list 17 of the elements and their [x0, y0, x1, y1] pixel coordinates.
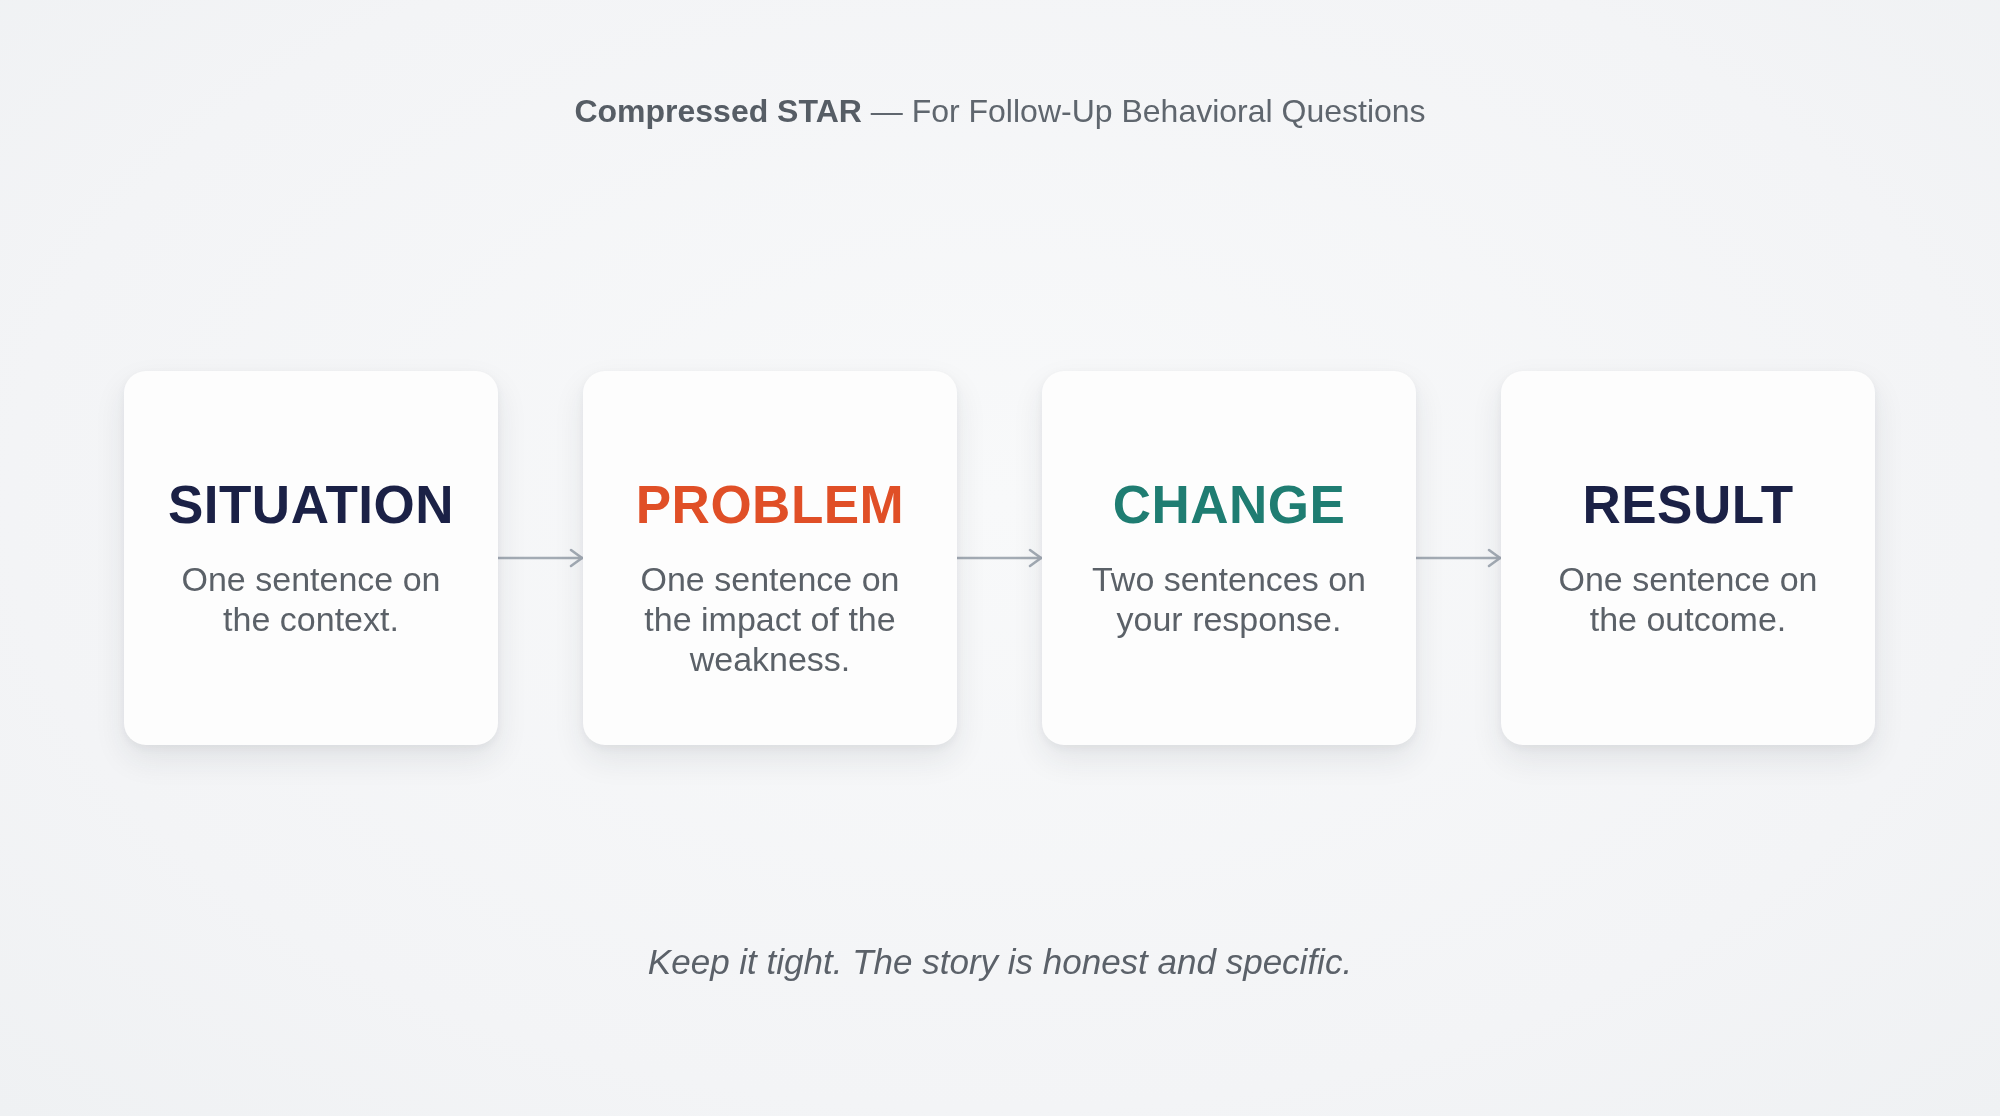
step-description: One sentence on the context.: [180, 559, 442, 639]
step-description: One sentence on the impact of the weakness.: [639, 559, 901, 679]
step-description: One sentence on the outcome.: [1557, 559, 1819, 639]
step-heading: PROBLEM: [635, 474, 905, 536]
caption: Keep it tight. The story is honest and specific.: [647, 941, 1353, 983]
arrow: [1416, 548, 1502, 568]
step-heading: RESULT: [1582, 474, 1794, 536]
step-heading: CHANGE: [1112, 474, 1346, 536]
step-card: [124, 371, 498, 745]
title: Compressed STAR — For Follow-Up Behavioral Questions: [574, 92, 1426, 131]
step-card: [583, 371, 957, 745]
step-description: Two sentences on your response.: [1090, 559, 1368, 639]
arrow: [498, 548, 584, 568]
step-heading: SITUATION: [167, 474, 455, 536]
step-card: [1501, 371, 1875, 745]
arrow: [957, 548, 1043, 568]
step-card: [1042, 371, 1416, 745]
